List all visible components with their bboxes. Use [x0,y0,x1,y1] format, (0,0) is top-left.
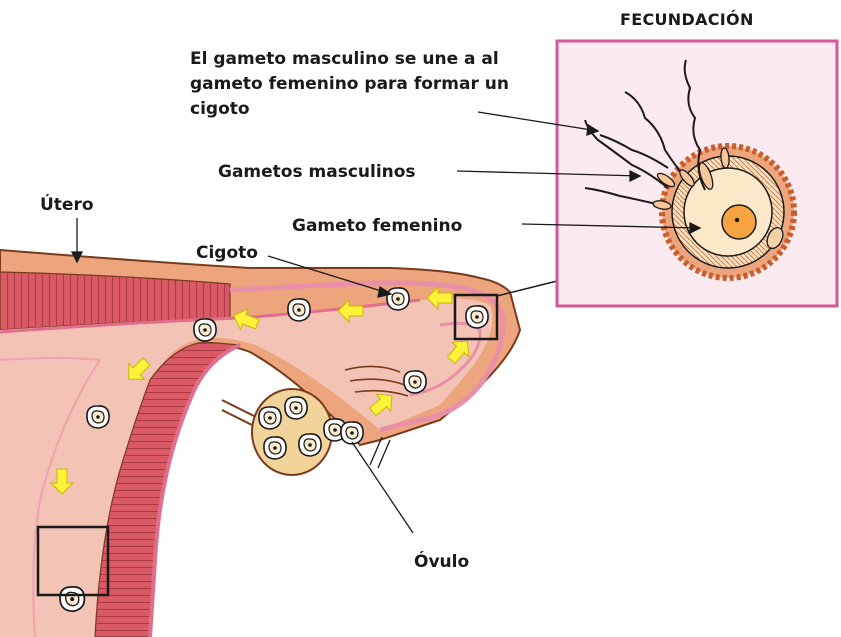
male-gametes-label: Gametos masculinos [218,160,416,184]
union-description-label: El gameto masculino se une a al gameto f… [190,47,550,122]
diagram-title: FECUNDACIÓN [620,8,754,32]
uterus-label: Útero [40,193,94,217]
ovum-label: Óvulo [414,550,469,574]
zygote-label: Cigoto [196,241,258,265]
fecundacion-inset [557,41,837,306]
female-gamete-label: Gameto femenino [292,214,462,238]
